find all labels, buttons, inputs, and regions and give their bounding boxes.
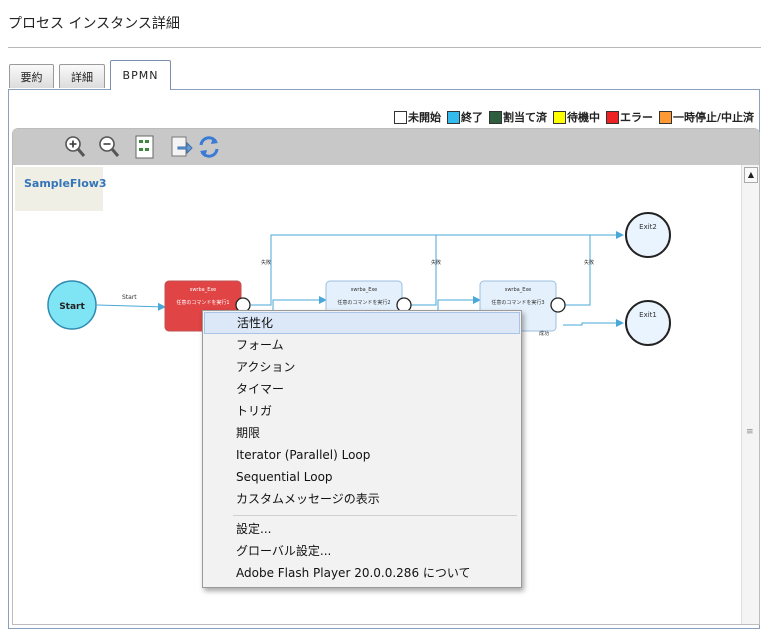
start-event-label: Start	[59, 302, 85, 312]
legend-swatch	[658, 110, 672, 124]
flow-name-box: SampleFlow3	[15, 167, 107, 211]
fit-page-icon[interactable]	[133, 134, 157, 160]
menu-item-iterator-loop[interactable]: Iterator (Parallel) Loop	[236, 448, 371, 462]
task2-title: swrba_Exe	[351, 287, 378, 293]
tab-details[interactable]: 詳細	[59, 64, 105, 88]
legend-label: 未開始	[407, 111, 441, 124]
legend-label: 待機中	[566, 111, 600, 124]
tab-bpmn[interactable]: BPMN	[110, 60, 171, 90]
menu-item-trigger[interactable]: トリガ	[236, 404, 273, 418]
exit1-event	[625, 300, 671, 346]
exit2-event	[625, 212, 671, 258]
task1-title: swrba_Exe	[190, 287, 217, 293]
legend-swatch	[552, 110, 566, 124]
task3-title: swrba_Exe	[505, 287, 532, 293]
flow-name: SampleFlow3	[24, 177, 107, 190]
tab-summary[interactable]: 要約	[9, 64, 54, 88]
legend-not-started: 未開始	[393, 109, 441, 125]
menu-item-sequential-loop[interactable]: Sequential Loop	[236, 470, 333, 484]
legend-label: 割当て済	[502, 111, 547, 124]
status-legend: 未開始 終了 割当て済 待機中 エラー 一時停止/中止済	[393, 109, 754, 125]
legend-label: エラー	[619, 111, 653, 124]
menu-item-global-settings[interactable]: グローバル設定...	[236, 544, 332, 558]
refresh-icon[interactable]	[197, 134, 221, 160]
edge-label-fail3: 失敗	[584, 259, 594, 266]
vertical-scrollbar[interactable]: ▲ ≡	[741, 165, 759, 624]
edge-label-fail2: 失敗	[431, 259, 441, 266]
task3-subtitle: 任意のコマンドを実行3	[491, 299, 544, 306]
exit2-label: Exit2	[639, 223, 657, 231]
legend-swatch	[488, 110, 502, 124]
zoom-in-icon[interactable]	[63, 134, 87, 160]
menu-item-about-flash[interactable]: Adobe Flash Player 20.0.0.286 について	[236, 566, 471, 580]
page-title: プロセス インスタンス詳細	[8, 16, 180, 32]
edge-label-success3: 成功	[539, 330, 549, 337]
scroll-up-arrow-icon[interactable]: ▲	[744, 167, 758, 183]
legend-swatch	[393, 110, 407, 124]
menu-separator	[233, 515, 517, 516]
zoom-out-icon[interactable]	[97, 134, 121, 160]
export-icon[interactable]	[169, 134, 193, 160]
legend-finished: 終了	[446, 109, 483, 125]
scroll-grip-icon[interactable]: ≡	[746, 427, 754, 437]
task2-subtitle: 任意のコマンドを実行2	[337, 299, 390, 306]
legend-error: エラー	[605, 109, 653, 125]
menu-item-activate[interactable]: 活性化	[204, 312, 520, 334]
legend-waiting: 待機中	[552, 109, 600, 125]
edge-task1-exit2	[251, 231, 624, 306]
legend-swatch	[446, 110, 460, 124]
task1-subtitle: 任意のコマンドを実行1	[176, 299, 229, 306]
legend-assigned: 割当て済	[488, 109, 547, 125]
exit1-label: Exit1	[639, 311, 657, 319]
edge-label-fail1: 失敗	[261, 259, 271, 266]
edge-task2-exit2	[410, 235, 437, 306]
menu-item-action[interactable]: アクション	[236, 360, 296, 374]
task3-boundary-event	[550, 297, 566, 313]
title-divider	[8, 47, 761, 48]
context-menu: 活性化 フォーム アクション タイマー トリガ 期限 Iterator (Par…	[202, 310, 522, 588]
viewer-toolbar	[13, 129, 759, 165]
legend-label: 終了	[460, 111, 483, 124]
tab-label: 詳細	[71, 70, 93, 84]
legend-suspended: 一時停止/中止済	[658, 109, 754, 125]
tab-label: BPMN	[122, 69, 159, 82]
edge-start-task1	[96, 302, 166, 311]
edge-label-start: Start	[122, 294, 137, 301]
tab-label: 要約	[20, 70, 43, 84]
menu-item-deadline[interactable]: 期限	[236, 426, 261, 440]
legend-label: 一時停止/中止済	[672, 111, 754, 124]
menu-item-timer[interactable]: タイマー	[236, 382, 285, 396]
menu-item-form[interactable]: フォーム	[236, 338, 284, 352]
menu-item-settings[interactable]: 設定...	[236, 522, 272, 536]
menu-item-custom-message[interactable]: カスタムメッセージの表示	[236, 492, 380, 506]
legend-swatch	[605, 110, 619, 124]
edge-task3-exit2	[563, 235, 591, 306]
edge-task3-exit1	[563, 319, 624, 327]
start-event	[47, 280, 97, 330]
